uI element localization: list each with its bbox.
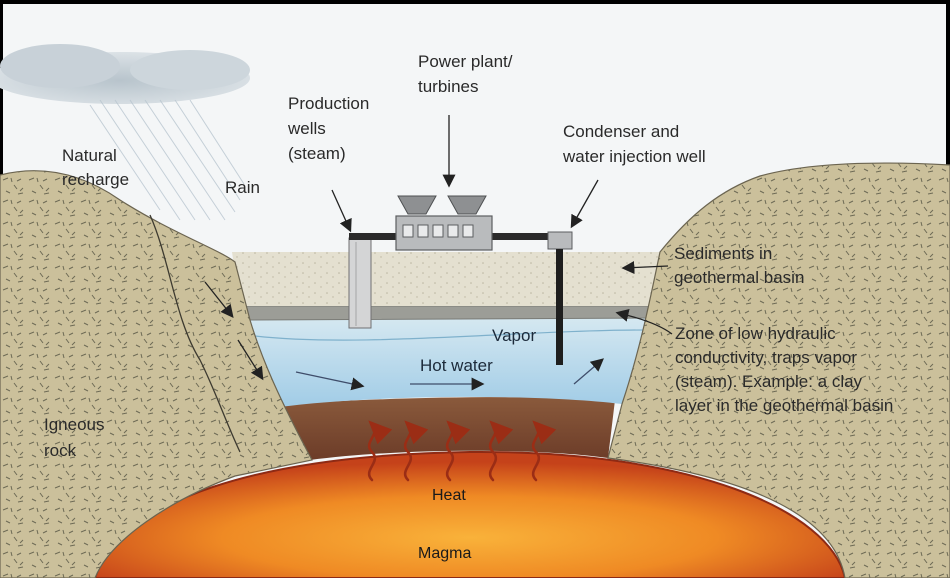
label-rain: Rain [225,178,260,197]
label-condenser: Condenser and water injection well [562,122,706,166]
hot-water-reservoir [247,318,648,410]
power-plant [395,195,493,251]
recharge-flow-arrows [204,281,264,381]
label-heat: Heat [432,487,466,504]
condenser-injection-well [547,231,573,365]
label-natural-recharge: Natural recharge [62,146,129,189]
rain-streaks [89,99,245,221]
water-flow-arrows [295,358,604,391]
label-vapor: Vapor [492,326,536,345]
heat-arrows [367,420,557,482]
production-well [348,237,372,329]
label-hot-water: Hot water [420,356,493,375]
label-sediments: Sediments in geothermal basin [674,244,804,287]
label-magma: Magma [418,545,471,562]
label-pointers [331,115,673,335]
label-production-wells: Production wells (steam) [287,94,374,163]
label-igneous-rock: Igneous rock [44,415,109,460]
cloud [0,44,250,104]
steam-pipes [349,233,550,240]
clay-layer [239,305,661,321]
label-power-plant: Power plant/ turbines [418,52,517,96]
heated-soil-layer [255,397,615,460]
label-low-conductivity-zone: Zone of low hydraulic conductivity, trap… [675,324,893,415]
